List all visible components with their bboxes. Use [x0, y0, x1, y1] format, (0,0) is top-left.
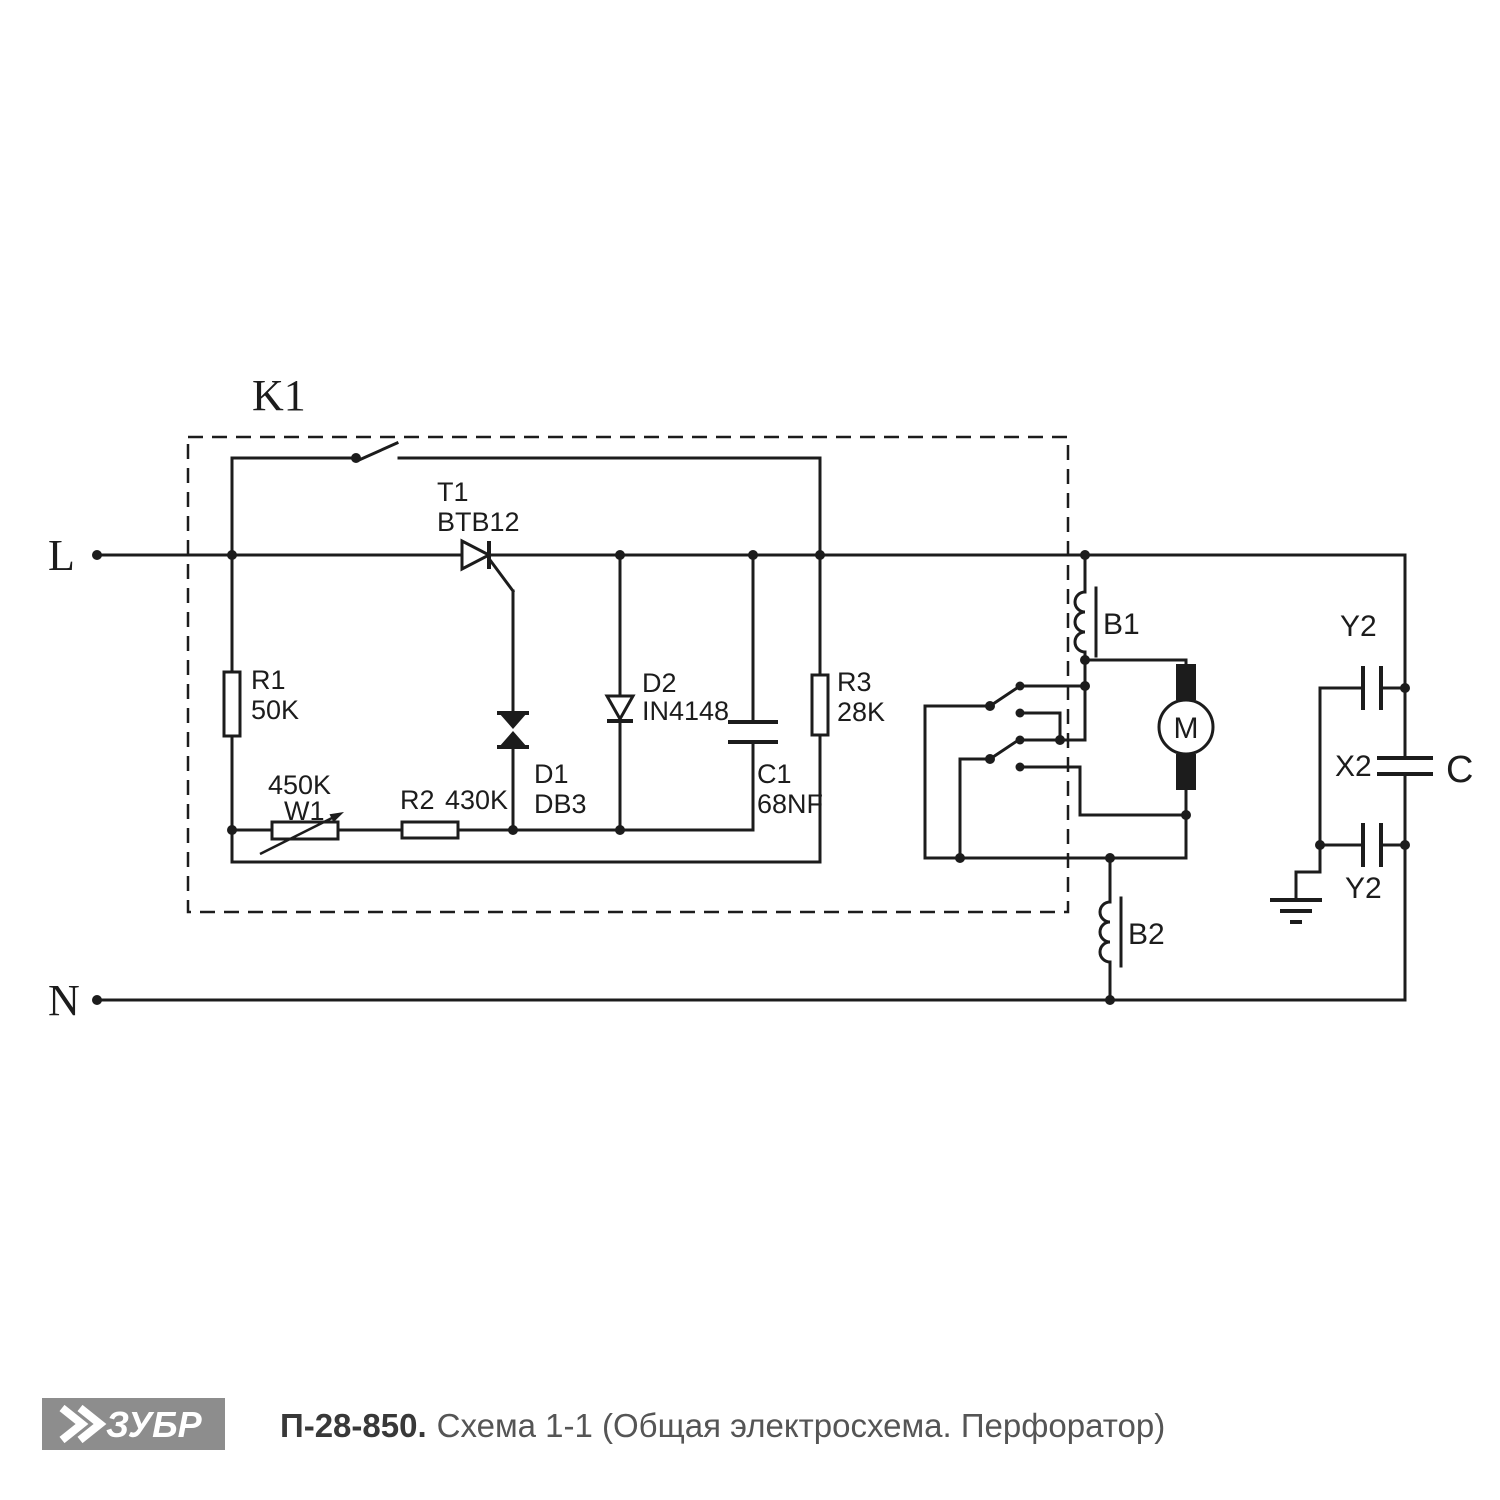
reversing-switch-levers — [987, 685, 1020, 762]
r3-ref-label: R3 — [837, 667, 872, 697]
brand-chevron-icon — [59, 1404, 107, 1444]
y2-bottom-label: Y2 — [1345, 872, 1382, 905]
pole-1-wire — [923, 704, 992, 860]
k1-dashed-box — [186, 435, 1070, 914]
motor-brush-top — [1176, 664, 1196, 700]
coil-b2 — [1098, 900, 1112, 964]
resistor-r2-body — [400, 820, 460, 840]
motor-m: M — [1157, 664, 1215, 790]
contact-2-wire — [1018, 711, 1062, 742]
switch-lever — [357, 441, 399, 462]
motor-label: M — [1174, 712, 1199, 745]
d1-value-label: DB3 — [534, 789, 587, 819]
diagram-labels: K1 L N T1 BTB12 R1 50K 450K W1 R2 430K D… — [48, 371, 1473, 1025]
motor-circuit-wires — [923, 553, 1188, 1002]
footer-caption-text: Схема 1-1 (Общая электросхема. Перфорато… — [437, 1407, 1166, 1444]
junction-dots — [92, 453, 1410, 1005]
x2-plates — [1377, 756, 1433, 776]
r3-value-label: 28K — [837, 697, 885, 727]
brand-text: ЗУБР — [106, 1404, 203, 1445]
r2-ref-label: R2 — [400, 785, 435, 815]
t1-value-label: BTB12 — [437, 507, 520, 537]
contact-4-wire — [1018, 765, 1188, 817]
brand-logo-box — [42, 1398, 225, 1450]
r2-value-label: 430K — [445, 785, 508, 815]
diode-d2 — [604, 694, 636, 723]
k1-circuit-wires — [230, 441, 822, 864]
capacitor-c1-plates — [728, 720, 778, 744]
y2-top-label: Y2 — [1340, 610, 1377, 643]
cap-assembly-label: C — [1446, 749, 1473, 791]
w1-value-label: 450K — [268, 770, 331, 800]
y2-bottom-plates — [1361, 823, 1383, 867]
x2-label: X2 — [1335, 750, 1372, 783]
t1-ref-label: T1 — [437, 477, 469, 507]
diode-triangle — [604, 694, 636, 723]
d1-ref-label: D1 — [534, 759, 569, 789]
potentiometer-arrow — [259, 812, 341, 856]
triac-t1 — [460, 538, 493, 572]
potentiometer-arrowhead — [329, 812, 344, 823]
resistor-r2 — [400, 820, 460, 840]
motor-brush-bottom — [1176, 754, 1196, 790]
k1-label: K1 — [252, 371, 306, 420]
coil-b1 — [1073, 590, 1087, 654]
triac-gate-wire — [487, 557, 516, 832]
c1-ref-label: C1 — [757, 759, 792, 789]
capacitor-c1 — [728, 720, 778, 744]
c1-value-label: 68NF — [757, 789, 823, 819]
l-label: L — [48, 531, 75, 580]
triac-triangle — [460, 538, 493, 572]
y2-top-plates — [1361, 666, 1383, 710]
n-label: N — [48, 976, 80, 1025]
diac-d1 — [497, 711, 529, 749]
r1-value-label: 50K — [251, 695, 299, 725]
ground-wire — [1294, 843, 1322, 902]
resistor-r3 — [810, 673, 830, 737]
diac-triangle-down — [499, 713, 527, 729]
pole-2-wire — [958, 757, 992, 860]
d2-ref-label: D2 — [642, 668, 677, 698]
d2-value-label: IN4148 — [642, 696, 729, 726]
resistor-r1-body — [222, 670, 242, 738]
b1-label: B1 — [1103, 608, 1140, 641]
footer-model: П-28-850. — [280, 1407, 427, 1444]
w1-ref-label: W1 — [284, 796, 325, 826]
footer: ЗУБР П-28-850. Схема 1-1 (Общая электросх… — [42, 1398, 1165, 1450]
ground-symbol — [1270, 898, 1322, 924]
potentiometer-w1 — [259, 812, 344, 856]
motor-top-wire — [1083, 658, 1188, 666]
diac-triangle-up — [499, 731, 527, 747]
b2-label: B2 — [1128, 918, 1165, 951]
resistor-r3-body — [810, 673, 830, 737]
resistor-r1 — [222, 670, 242, 738]
footer-caption: П-28-850. Схема 1-1 (Общая электросхема. … — [280, 1407, 1165, 1444]
motor-body — [1157, 698, 1215, 756]
r1-ref-label: R1 — [251, 665, 286, 695]
